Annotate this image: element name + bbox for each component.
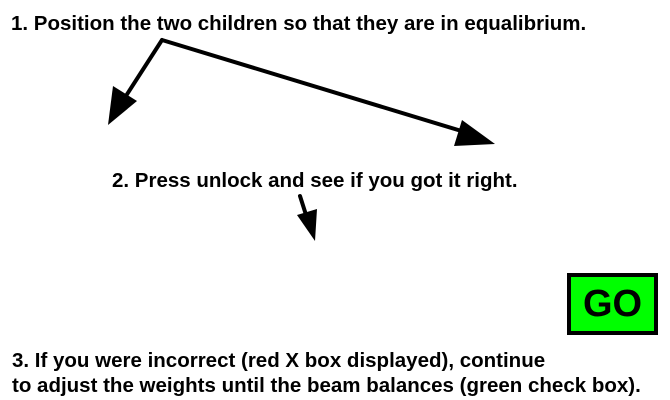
instruction-step-1: 1. Position the two children so that the…	[11, 12, 587, 35]
arrow-down-icon	[297, 194, 317, 241]
instruction-step-2: 2. Press unlock and see if you got it ri…	[112, 169, 518, 192]
arrow-left-down-icon	[108, 38, 164, 125]
go-button[interactable]: GO	[567, 273, 658, 335]
instruction-step-3-line-2: to adjust the weights until the beam bal…	[12, 374, 641, 397]
instruction-step-3-line-1: 3. If you were incorrect (red X box disp…	[12, 349, 546, 372]
arrow-right-down-icon	[160, 38, 495, 146]
